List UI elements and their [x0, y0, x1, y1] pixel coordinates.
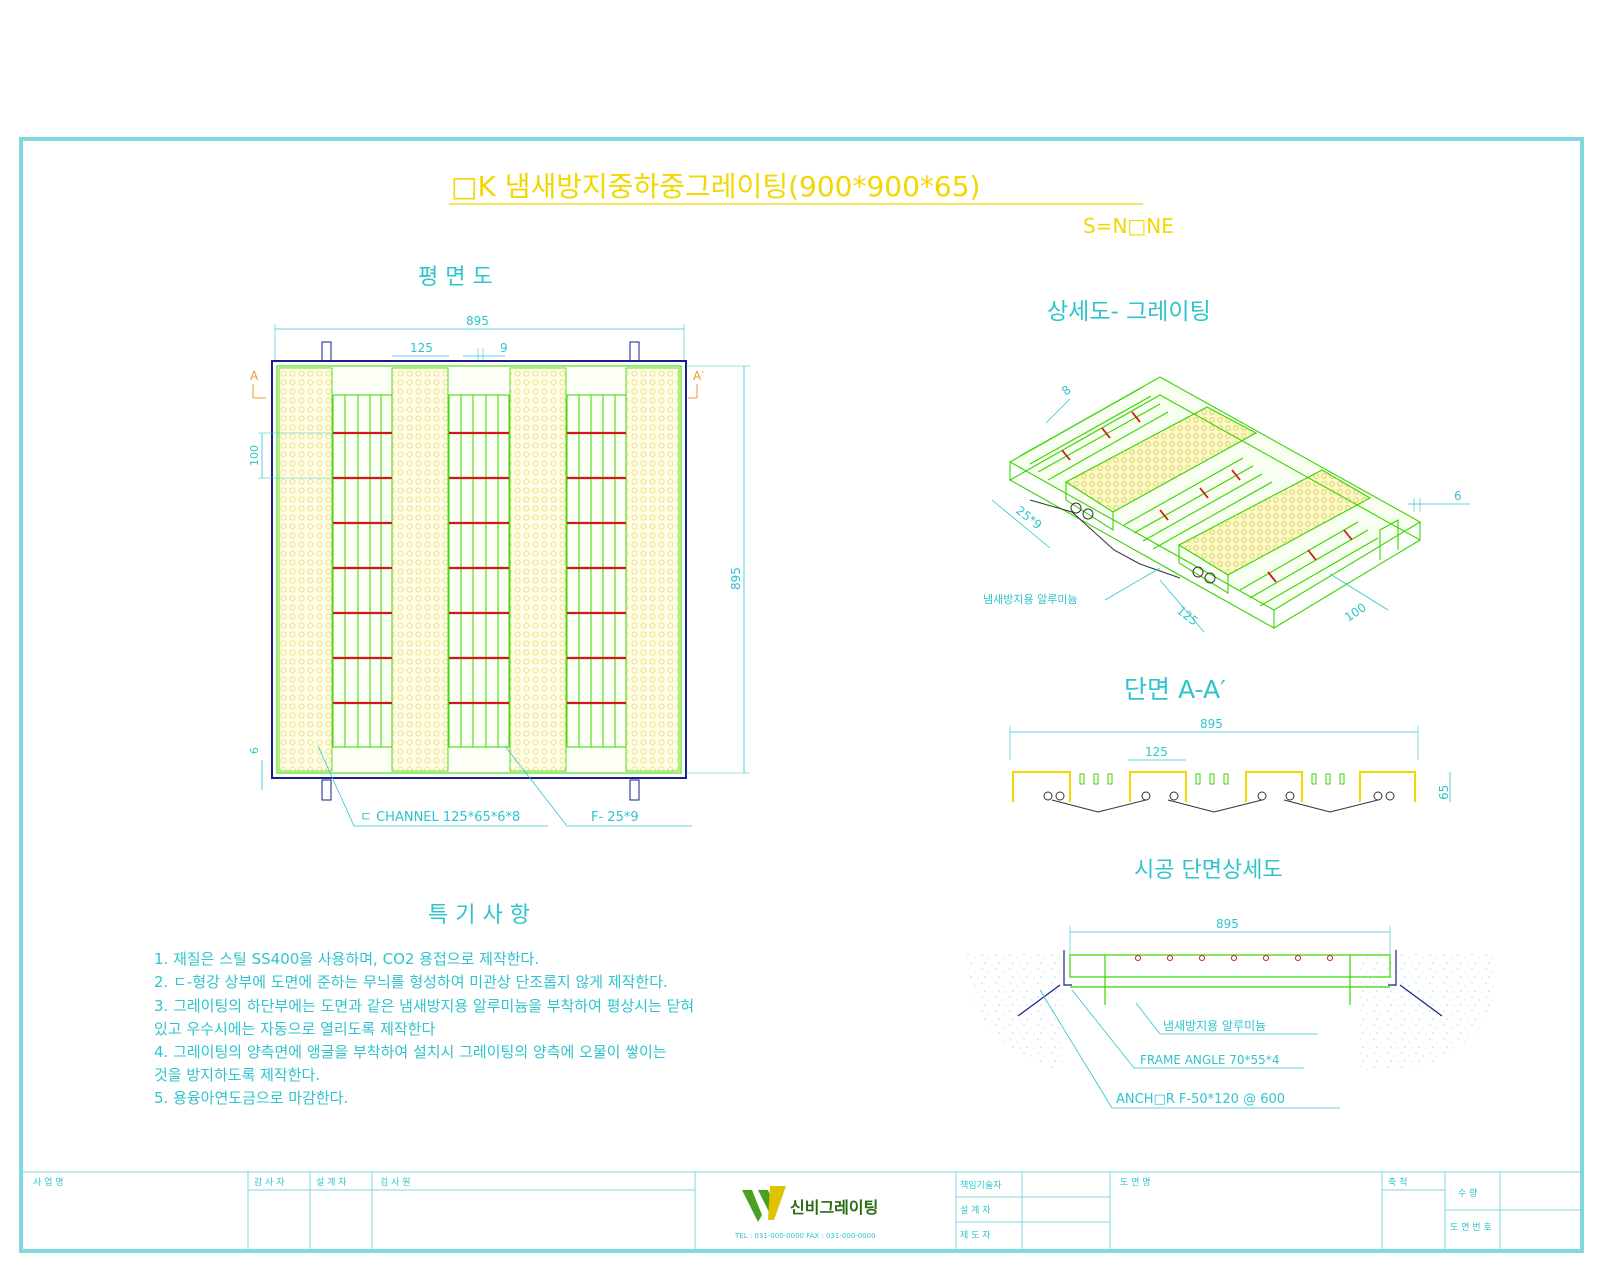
plan-heading: 평 면 도: [418, 265, 493, 290]
plan-bearing-bars: [332, 394, 627, 748]
detail-flaps: [1029, 499, 1216, 584]
tb-scale: 축 척: [1388, 1177, 1407, 1188]
install-callout-2: FRAME ANGLE 70*55*4: [1140, 1053, 1279, 1067]
detail-dim-25x9: 25*9: [1013, 503, 1044, 532]
section-dim-width: 895: [1200, 717, 1223, 731]
detail-dim-100: 100: [1342, 600, 1369, 624]
install-rivets: [1135, 955, 1333, 961]
detail-dim-6: 6: [1454, 489, 1462, 503]
note-line-6: 것을 방지하도록 제작한다.: [154, 1066, 320, 1084]
plan-dim-height: 895: [729, 567, 743, 590]
note-line-2: 2. ㄷ-형강 상부에 도면에 준하는 무늬를 형성하여 미관상 단조롭지 않게…: [154, 973, 668, 991]
callout-channel: ㄷ CHANNEL 125*65*6*8: [360, 810, 520, 825]
detail-callout: 냄새방지용 알루미늄: [983, 592, 1078, 606]
scale-label: S=N□NE: [1083, 214, 1174, 238]
section-flaps: [1043, 791, 1395, 813]
install-callout-3: ANCH□R F-50*120 @ 600: [1116, 1092, 1285, 1107]
install-grating: [1069, 954, 1391, 1005]
tb-engineer: 책임기술자: [960, 1179, 1002, 1191]
plan-dim-channel: 125: [410, 341, 433, 355]
company-name: 신비그레이팅: [790, 1198, 878, 1217]
detail-isometric: [1008, 376, 1422, 629]
tb-drawing-no: 도 면 번 호: [1450, 1222, 1492, 1233]
install-soil: [965, 952, 1495, 1070]
tb-designer-2: 설 계 자: [960, 1204, 991, 1216]
sheet-border: [19, 137, 1584, 1253]
install-heading: 시공 단면상세도: [1134, 858, 1283, 883]
plan-frame: [271, 360, 687, 779]
note-line-7: 5. 용융아연도금으로 마감한다.: [154, 1089, 348, 1107]
section-dim-125: 125: [1145, 745, 1168, 759]
title-block: [21, 1171, 1582, 1251]
drawing-title: □K 냄새방지중하중그레이팅(900*900*65): [451, 170, 980, 203]
note-line-1: 1. 재질은 스틸 SS400을 사용하며, CO2 용접으로 제작한다.: [154, 950, 539, 968]
plan-cross-bars: [333, 431, 626, 705]
detail-heading: 상세도- 그레이팅: [1047, 299, 1211, 325]
plan-dim-plate: 6: [248, 747, 261, 754]
tb-inspector: 감 사 자: [254, 1176, 285, 1188]
detail-dim-8: 8: [1059, 383, 1074, 399]
notes-heading: 특 기 사 항: [428, 903, 530, 928]
tb-drafter: 제 도 자: [960, 1230, 991, 1241]
tb-project: 사 업 명: [33, 1177, 64, 1188]
callout-flat: F- 25*9: [591, 810, 639, 825]
company-logo: 신비그레이팅 TEL : 031-000-0000 FAX : 031-000-…: [734, 1186, 878, 1240]
company-contact: TEL : 031-000-0000 FAX : 031-000-0000: [734, 1232, 876, 1240]
plan-dim-gap: 9: [500, 341, 508, 355]
section-dim-65: 65: [1437, 785, 1451, 800]
note-line-4: 있고 우수시에는 자동으로 열리도록 제작한다: [154, 1020, 435, 1038]
note-line-3: 3. 그레이팅의 하단부에는 도면과 같은 냄새방지용 알루미늄을 부착하여 평…: [154, 997, 694, 1015]
tb-designer: 설 계 자: [316, 1176, 347, 1188]
section-bars: [1079, 773, 1345, 785]
detail-dim-125: 125: [1174, 603, 1201, 628]
section-profile: [1012, 771, 1416, 802]
detail-cross-bars: [1061, 411, 1353, 583]
section-heading: 단면 A-A′: [1124, 675, 1226, 704]
install-dim-width: 895: [1216, 917, 1239, 931]
tb-drawing-name: 도 면 명: [1120, 1177, 1151, 1188]
section-mark-right: A′: [693, 369, 704, 383]
tb-qty: 수 량: [1458, 1187, 1477, 1199]
section-mark-left: A: [250, 369, 259, 383]
tb-checker: 검 사 원: [380, 1176, 411, 1188]
install-frame-angles: [1017, 950, 1443, 1017]
install-callout-1: 냄새방지용 알루미늄: [1163, 1019, 1266, 1033]
plan-dim-width: 895: [466, 314, 489, 328]
note-line-5: 4. 그레이팅의 양측면에 앵글을 부착하여 설치시 그레이팅의 양측에 오물이…: [154, 1043, 667, 1061]
plan-channel-strips: [278, 367, 680, 772]
plan-dim-pitch: 100: [248, 445, 261, 466]
